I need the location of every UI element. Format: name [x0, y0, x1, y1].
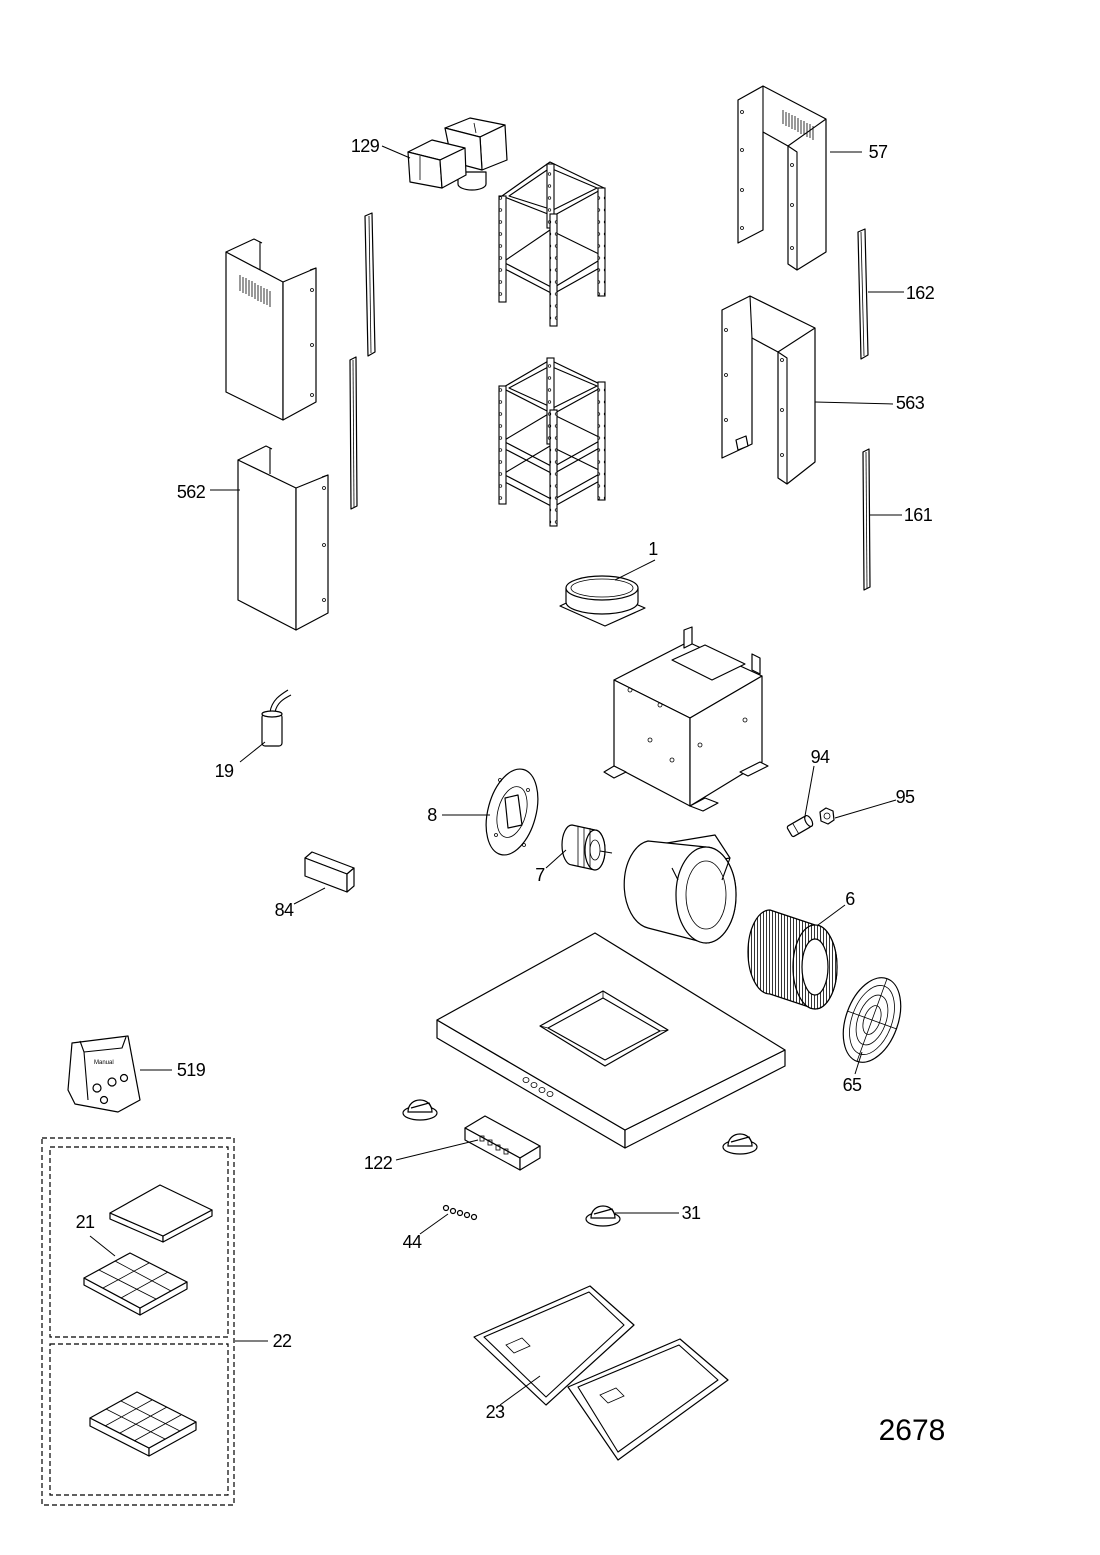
callout-94: 94	[811, 747, 830, 767]
callout-161: 161	[904, 505, 933, 525]
drawing-number: 2678	[879, 1414, 946, 1447]
callout-31: 31	[682, 1203, 701, 1223]
mounting-clip	[586, 1206, 620, 1226]
callout-19: 19	[215, 761, 234, 781]
lower-chimney-right	[721, 295, 816, 485]
lamp-holder-94	[786, 814, 814, 838]
callout-95: 95	[896, 787, 915, 807]
callout-65: 65	[843, 1075, 862, 1095]
motor-housing	[603, 626, 769, 812]
leader-lines	[89, 145, 904, 1406]
callout-22: 22	[273, 1331, 292, 1351]
parts-bag: Manual	[67, 1035, 141, 1113]
filter-pad	[109, 1184, 213, 1243]
nut-95	[819, 807, 835, 825]
callout-129: 129	[351, 136, 380, 156]
motor-plate	[485, 768, 539, 856]
callout-84: 84	[275, 900, 294, 920]
filter-frame	[83, 1252, 188, 1316]
support-strip-162	[857, 228, 869, 360]
callout-44: 44	[403, 1232, 422, 1252]
upper-chimney-left	[225, 238, 317, 421]
hood-canopy	[436, 932, 786, 1149]
lower-chimney-left	[237, 445, 329, 631]
upper-chimney-right	[737, 85, 827, 271]
bag-text: Manual	[94, 1060, 114, 1066]
callout-23: 23	[486, 1402, 505, 1422]
callout-122: 122	[364, 1153, 393, 1173]
fan-impeller	[747, 909, 838, 1010]
callout-519: 519	[177, 1060, 206, 1080]
callout-7: 7	[535, 865, 545, 885]
upper-frame	[498, 161, 606, 327]
support-strip-upper-left	[364, 212, 376, 357]
callout-8: 8	[427, 805, 437, 825]
lower-frame	[498, 357, 606, 527]
duct-connector	[407, 117, 508, 191]
air-outlet-ring	[559, 575, 646, 627]
fan-grille	[842, 977, 902, 1063]
fan-scroll-housing	[623, 834, 737, 944]
callout-21: 21	[76, 1212, 95, 1232]
control-box	[464, 1115, 541, 1171]
motor	[561, 824, 613, 871]
carbon-filter-kit	[41, 1137, 235, 1506]
mounting-clip	[403, 1100, 437, 1120]
grease-filter	[567, 1338, 729, 1461]
electronic-box	[304, 851, 355, 893]
callout-6: 6	[845, 889, 855, 909]
charcoal-filter	[89, 1391, 197, 1457]
screw-set	[442, 1204, 478, 1221]
callout-563: 563	[896, 393, 925, 413]
capacitor	[261, 689, 292, 747]
callout-562: 562	[177, 482, 206, 502]
callout-57: 57	[869, 142, 888, 162]
support-strip-161	[862, 448, 871, 591]
support-strip-lower-left	[349, 356, 358, 510]
callout-1: 1	[648, 539, 658, 559]
callout-162: 162	[906, 283, 935, 303]
mounting-clip	[723, 1134, 757, 1154]
grease-filter	[473, 1285, 635, 1406]
